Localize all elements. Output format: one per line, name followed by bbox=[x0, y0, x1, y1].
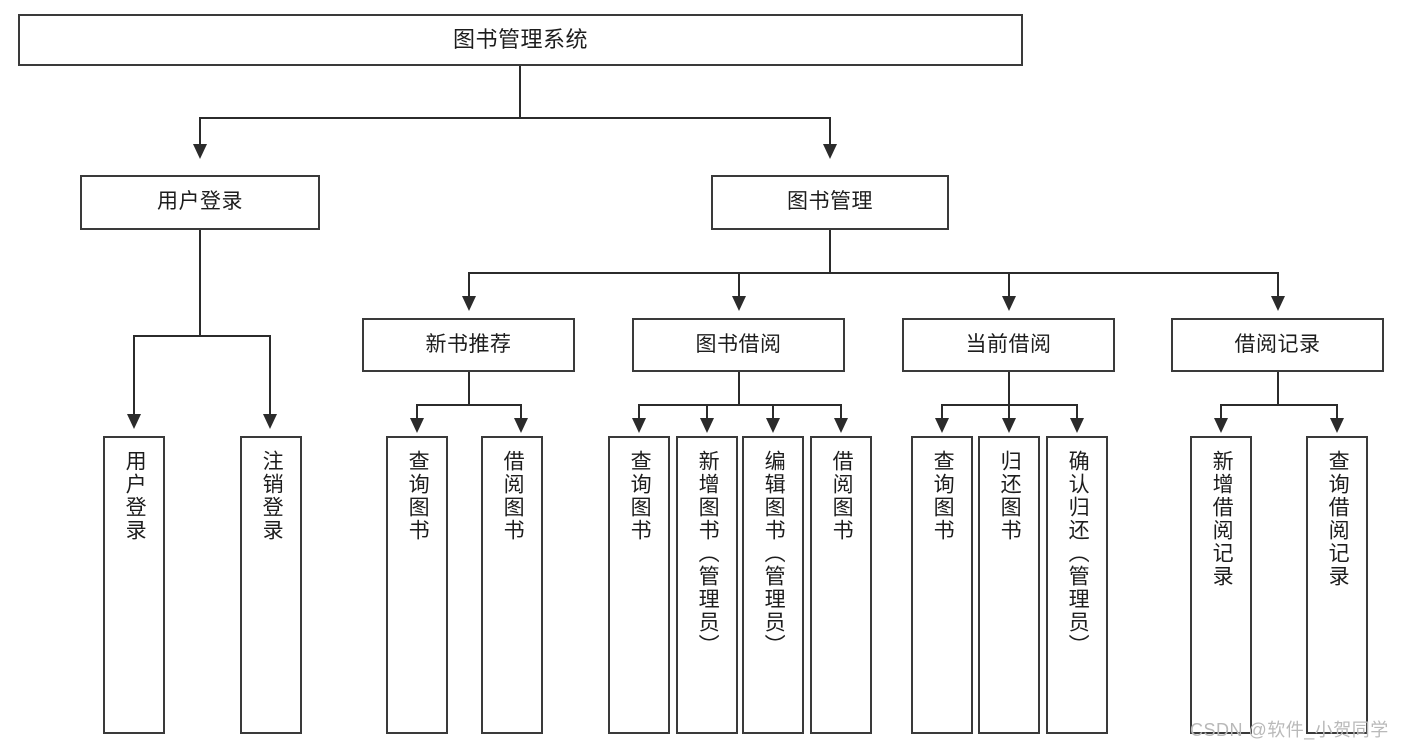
node-root-book-management-system[interactable]: 图书管理系统 bbox=[18, 14, 1023, 66]
connector-user-login-left bbox=[133, 335, 135, 415]
connector-new-book-bar bbox=[416, 404, 521, 406]
arrow-to-borrow-record bbox=[1271, 296, 1285, 311]
node-book-borrow[interactable]: 图书借阅 bbox=[632, 318, 845, 372]
leaf-add-book[interactable]: 新增图书（管理员） bbox=[676, 436, 738, 734]
connector-current-borrow-l3 bbox=[1076, 404, 1078, 419]
arrow-to-current-borrow bbox=[1002, 296, 1016, 311]
node-current-borrow[interactable]: 当前借阅 bbox=[902, 318, 1115, 372]
node-label: 新增借阅记录 bbox=[1210, 450, 1234, 588]
connector-new-book-l1 bbox=[416, 404, 418, 419]
connector-user-login-right bbox=[269, 335, 271, 415]
node-label: 新增图书（管理员） bbox=[696, 450, 720, 657]
connector-new-book-l2 bbox=[520, 404, 522, 419]
leaf-edit-book[interactable]: 编辑图书（管理员） bbox=[742, 436, 804, 734]
connector-book-borrow-l3 bbox=[772, 404, 774, 419]
node-label: 归还图书 bbox=[998, 450, 1022, 542]
connector-book-borrow-bar bbox=[638, 404, 842, 406]
connector-root-stem bbox=[519, 66, 521, 118]
arrow-to-leaf-add-book bbox=[700, 418, 714, 433]
connector-borrow-record-bar bbox=[1220, 404, 1337, 406]
leaf-query-record[interactable]: 查询借阅记录 bbox=[1306, 436, 1368, 734]
arrow-to-leaf-confirm-return bbox=[1070, 418, 1084, 433]
arrow-to-book-borrow bbox=[732, 296, 746, 311]
arrow-root-to-book-manage bbox=[823, 144, 837, 159]
arrow-to-new-book-recommend bbox=[462, 296, 476, 311]
arrow-to-leaf-user-logout bbox=[263, 414, 277, 429]
leaf-borrow-book-1[interactable]: 借阅图书 bbox=[481, 436, 543, 734]
arrow-to-leaf-query-record bbox=[1330, 418, 1344, 433]
node-label: 用户登录 bbox=[123, 450, 147, 542]
node-label: 借阅图书 bbox=[501, 450, 525, 542]
node-new-book-recommend[interactable]: 新书推荐 bbox=[362, 318, 575, 372]
node-label: 借阅记录 bbox=[1234, 332, 1321, 356]
connector-book-borrow-l2 bbox=[706, 404, 708, 419]
connector-current-borrow-l1 bbox=[941, 404, 943, 419]
connector-book-manage-bar bbox=[468, 272, 1278, 274]
node-borrow-record[interactable]: 借阅记录 bbox=[1171, 318, 1384, 372]
connector-user-login-stem bbox=[199, 230, 201, 336]
arrow-to-leaf-edit-book bbox=[766, 418, 780, 433]
connector-borrow-record-l2 bbox=[1336, 404, 1338, 419]
node-label: 图书管理 bbox=[787, 190, 873, 214]
node-label: 用户登录 bbox=[157, 190, 243, 214]
node-label: 当前借阅 bbox=[965, 332, 1052, 356]
connector-book-borrow-stem bbox=[738, 372, 740, 405]
connector-book-manage-b3 bbox=[1008, 272, 1010, 297]
arrow-to-leaf-query-book-2 bbox=[632, 418, 646, 433]
node-label: 注销登录 bbox=[260, 450, 284, 542]
leaf-confirm-return[interactable]: 确认归还（管理员） bbox=[1046, 436, 1108, 734]
leaf-query-book-1[interactable]: 查询图书 bbox=[386, 436, 448, 734]
leaf-add-record[interactable]: 新增借阅记录 bbox=[1190, 436, 1252, 734]
connector-book-manage-b2 bbox=[738, 272, 740, 297]
arrow-to-leaf-query-book-3 bbox=[935, 418, 949, 433]
leaf-user-logout[interactable]: 注销登录 bbox=[240, 436, 302, 734]
node-label: 借阅图书 bbox=[830, 450, 854, 542]
node-label: 新书推荐 bbox=[425, 332, 512, 356]
node-label: 查询图书 bbox=[406, 450, 430, 542]
node-label: 图书管理系统 bbox=[452, 27, 588, 53]
arrow-to-leaf-query-book-1 bbox=[410, 418, 424, 433]
connector-root-to-user-login bbox=[199, 117, 201, 145]
node-label: 图书借阅 bbox=[695, 332, 782, 356]
leaf-user-login[interactable]: 用户登录 bbox=[103, 436, 165, 734]
node-label: 查询图书 bbox=[628, 450, 652, 542]
arrow-root-to-user-login bbox=[193, 144, 207, 159]
node-label: 查询借阅记录 bbox=[1326, 450, 1350, 588]
arrow-to-leaf-borrow-book-1 bbox=[514, 418, 528, 433]
connector-book-manage-b4 bbox=[1277, 272, 1279, 297]
connector-new-book-stem bbox=[468, 372, 470, 405]
arrow-to-leaf-user-login bbox=[127, 414, 141, 429]
node-label: 查询图书 bbox=[931, 450, 955, 542]
connector-borrow-record-stem bbox=[1277, 372, 1279, 405]
connector-root-to-book-manage bbox=[829, 117, 831, 145]
node-label: 编辑图书（管理员） bbox=[762, 450, 786, 657]
leaf-return-book[interactable]: 归还图书 bbox=[978, 436, 1040, 734]
connector-root-bar bbox=[199, 117, 831, 119]
connector-user-login-bar bbox=[133, 335, 271, 337]
leaf-query-book-3[interactable]: 查询图书 bbox=[911, 436, 973, 734]
connector-borrow-record-l1 bbox=[1220, 404, 1222, 419]
node-book-management[interactable]: 图书管理 bbox=[711, 175, 949, 230]
connector-book-manage-b1 bbox=[468, 272, 470, 297]
connector-current-borrow-l2 bbox=[1008, 404, 1010, 419]
arrow-to-leaf-borrow-book-2 bbox=[834, 418, 848, 433]
connector-book-manage-stem bbox=[829, 230, 831, 273]
node-label: 确认归还（管理员） bbox=[1066, 450, 1090, 657]
connector-book-borrow-l1 bbox=[638, 404, 640, 419]
arrow-to-leaf-add-record bbox=[1214, 418, 1228, 433]
leaf-borrow-book-2[interactable]: 借阅图书 bbox=[810, 436, 872, 734]
arrow-to-leaf-return-book bbox=[1002, 418, 1016, 433]
node-user-login[interactable]: 用户登录 bbox=[80, 175, 320, 230]
connector-book-borrow-l4 bbox=[840, 404, 842, 419]
leaf-query-book-2[interactable]: 查询图书 bbox=[608, 436, 670, 734]
connector-current-borrow-stem bbox=[1008, 372, 1010, 405]
